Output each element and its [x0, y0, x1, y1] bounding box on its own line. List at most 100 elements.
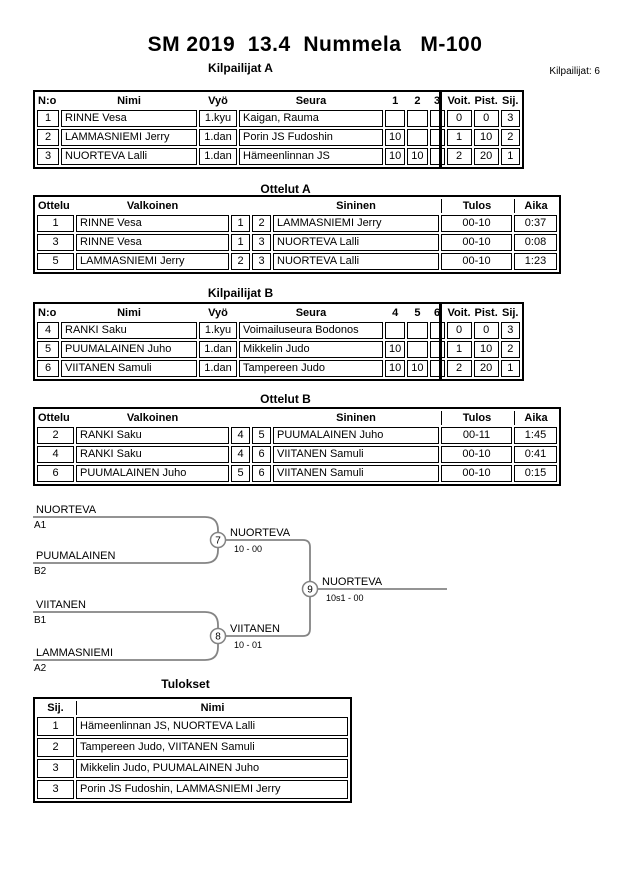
column-header: Vyö [208, 94, 228, 107]
table-cell: 3 [252, 253, 271, 270]
column-header: Vyö [208, 306, 228, 319]
table-cell: 10 [473, 341, 499, 358]
table-cell: 0 [473, 322, 499, 339]
column-header: 3 [433, 94, 441, 107]
table-cell: 1:23 [514, 253, 557, 270]
table-cell: 1 [500, 360, 520, 377]
table-cell [407, 110, 428, 127]
table-cell: LAMMASNIEMI Jerry [273, 215, 439, 232]
table-cell: 3 [37, 234, 74, 251]
table-cell: 1 [231, 234, 250, 251]
table-cell: 2 [37, 129, 59, 146]
column-header: Voit. [447, 94, 471, 107]
column-header: Sininen [336, 199, 376, 212]
table-cell: 2 [500, 341, 520, 358]
table-cell: Mikkelin Judo [239, 341, 383, 358]
table-cell: PUUMALAINEN Juho [273, 427, 439, 444]
table-cell [429, 341, 445, 358]
column-header: Sij. [47, 701, 64, 714]
column-header: Sij. [501, 94, 519, 107]
table-cell: Kaigan, Rauma [239, 110, 383, 127]
table-cell: 5 [252, 427, 271, 444]
column-header: Nimi [76, 701, 348, 715]
match-circle [209, 531, 227, 549]
table-cell: 1 [37, 215, 74, 232]
bracket-line [33, 611, 219, 629]
table-cell: NUORTEVA Lalli [273, 253, 439, 270]
table-cell: 2 [231, 253, 250, 270]
table-cell: 3 [252, 234, 271, 251]
table-cell: 3 [500, 110, 520, 127]
table-cell: RINNE Vesa [76, 234, 229, 251]
column-header [252, 411, 271, 425]
table-cell [407, 129, 428, 146]
bracket-seed-label: B1 [34, 615, 47, 626]
table-cell: 10 [407, 148, 428, 165]
bracket-score: 10 - 00 [234, 544, 262, 554]
table-cell: 3 [37, 780, 74, 799]
table-cell [385, 322, 406, 339]
column-header: Voit. [447, 306, 471, 319]
table-cell: 10 [385, 129, 406, 146]
table-cell: RANKI Saku [76, 427, 229, 444]
table-cell: 4 [231, 427, 250, 444]
table-cell [429, 129, 445, 146]
table-cell: PUUMALAINEN Juho [76, 465, 229, 482]
bracket-line [33, 547, 219, 564]
bracket-player-name: VIITANEN [36, 599, 86, 611]
table-cell: 1 [37, 717, 74, 736]
bracket-line [225, 596, 311, 637]
table-cell: 1.dan [199, 360, 237, 377]
match-number: 9 [307, 585, 313, 596]
table-cell: RANKI Saku [61, 322, 197, 339]
table-cell: 6 [37, 360, 59, 377]
table-cell: 10 [385, 148, 406, 165]
table-cell: VIITANEN Samuli [273, 446, 439, 463]
table-cell [407, 322, 428, 339]
column-header: 1 [392, 94, 399, 107]
table-cell: 2 [252, 215, 271, 232]
table-cell: 2 [37, 738, 74, 757]
table-cell: 10 [385, 360, 406, 377]
table-cell: Voimailuseura Bodonos [239, 322, 383, 339]
section-title-ottelut-a: Ottelut A [260, 182, 311, 196]
table-cell: Tampereen Judo, VIITANEN Samuli [76, 738, 348, 757]
table-cell: NUORTEVA Lalli [273, 234, 439, 251]
bracket-winner-name: NUORTEVA [230, 527, 291, 539]
table-cell [385, 110, 406, 127]
header-row: Sij. Nimi [37, 701, 348, 715]
table-cell: 1 [37, 110, 59, 127]
page-title: SM 2019 13.4 Nummela M-100 [147, 33, 483, 56]
column-header: Pist. [474, 94, 498, 107]
column-header: Seura [295, 94, 327, 107]
column-header: Ottelu [38, 411, 70, 424]
section-title-kilpailijat-b: Kilpailijat B [207, 286, 274, 300]
table-cell: VIITANEN Samuli [273, 465, 439, 482]
table-cell: 0:08 [514, 234, 557, 251]
column-header: Sij. [501, 306, 519, 319]
table-cell: 4 [37, 446, 74, 463]
column-header: Aika [514, 411, 557, 425]
table-cell: 0:15 [514, 465, 557, 482]
table-cell: 3 [500, 322, 520, 339]
table-cell: 1.dan [199, 341, 237, 358]
table-cell: LAMMASNIEMI Jerry [76, 253, 229, 270]
competitors-count: Kilpailijat: 6 [549, 66, 600, 77]
table-cell: 3 [37, 759, 74, 778]
table-cell: 1 [446, 341, 472, 358]
column-header: Ottelu [38, 199, 70, 212]
match-circle [301, 580, 319, 598]
